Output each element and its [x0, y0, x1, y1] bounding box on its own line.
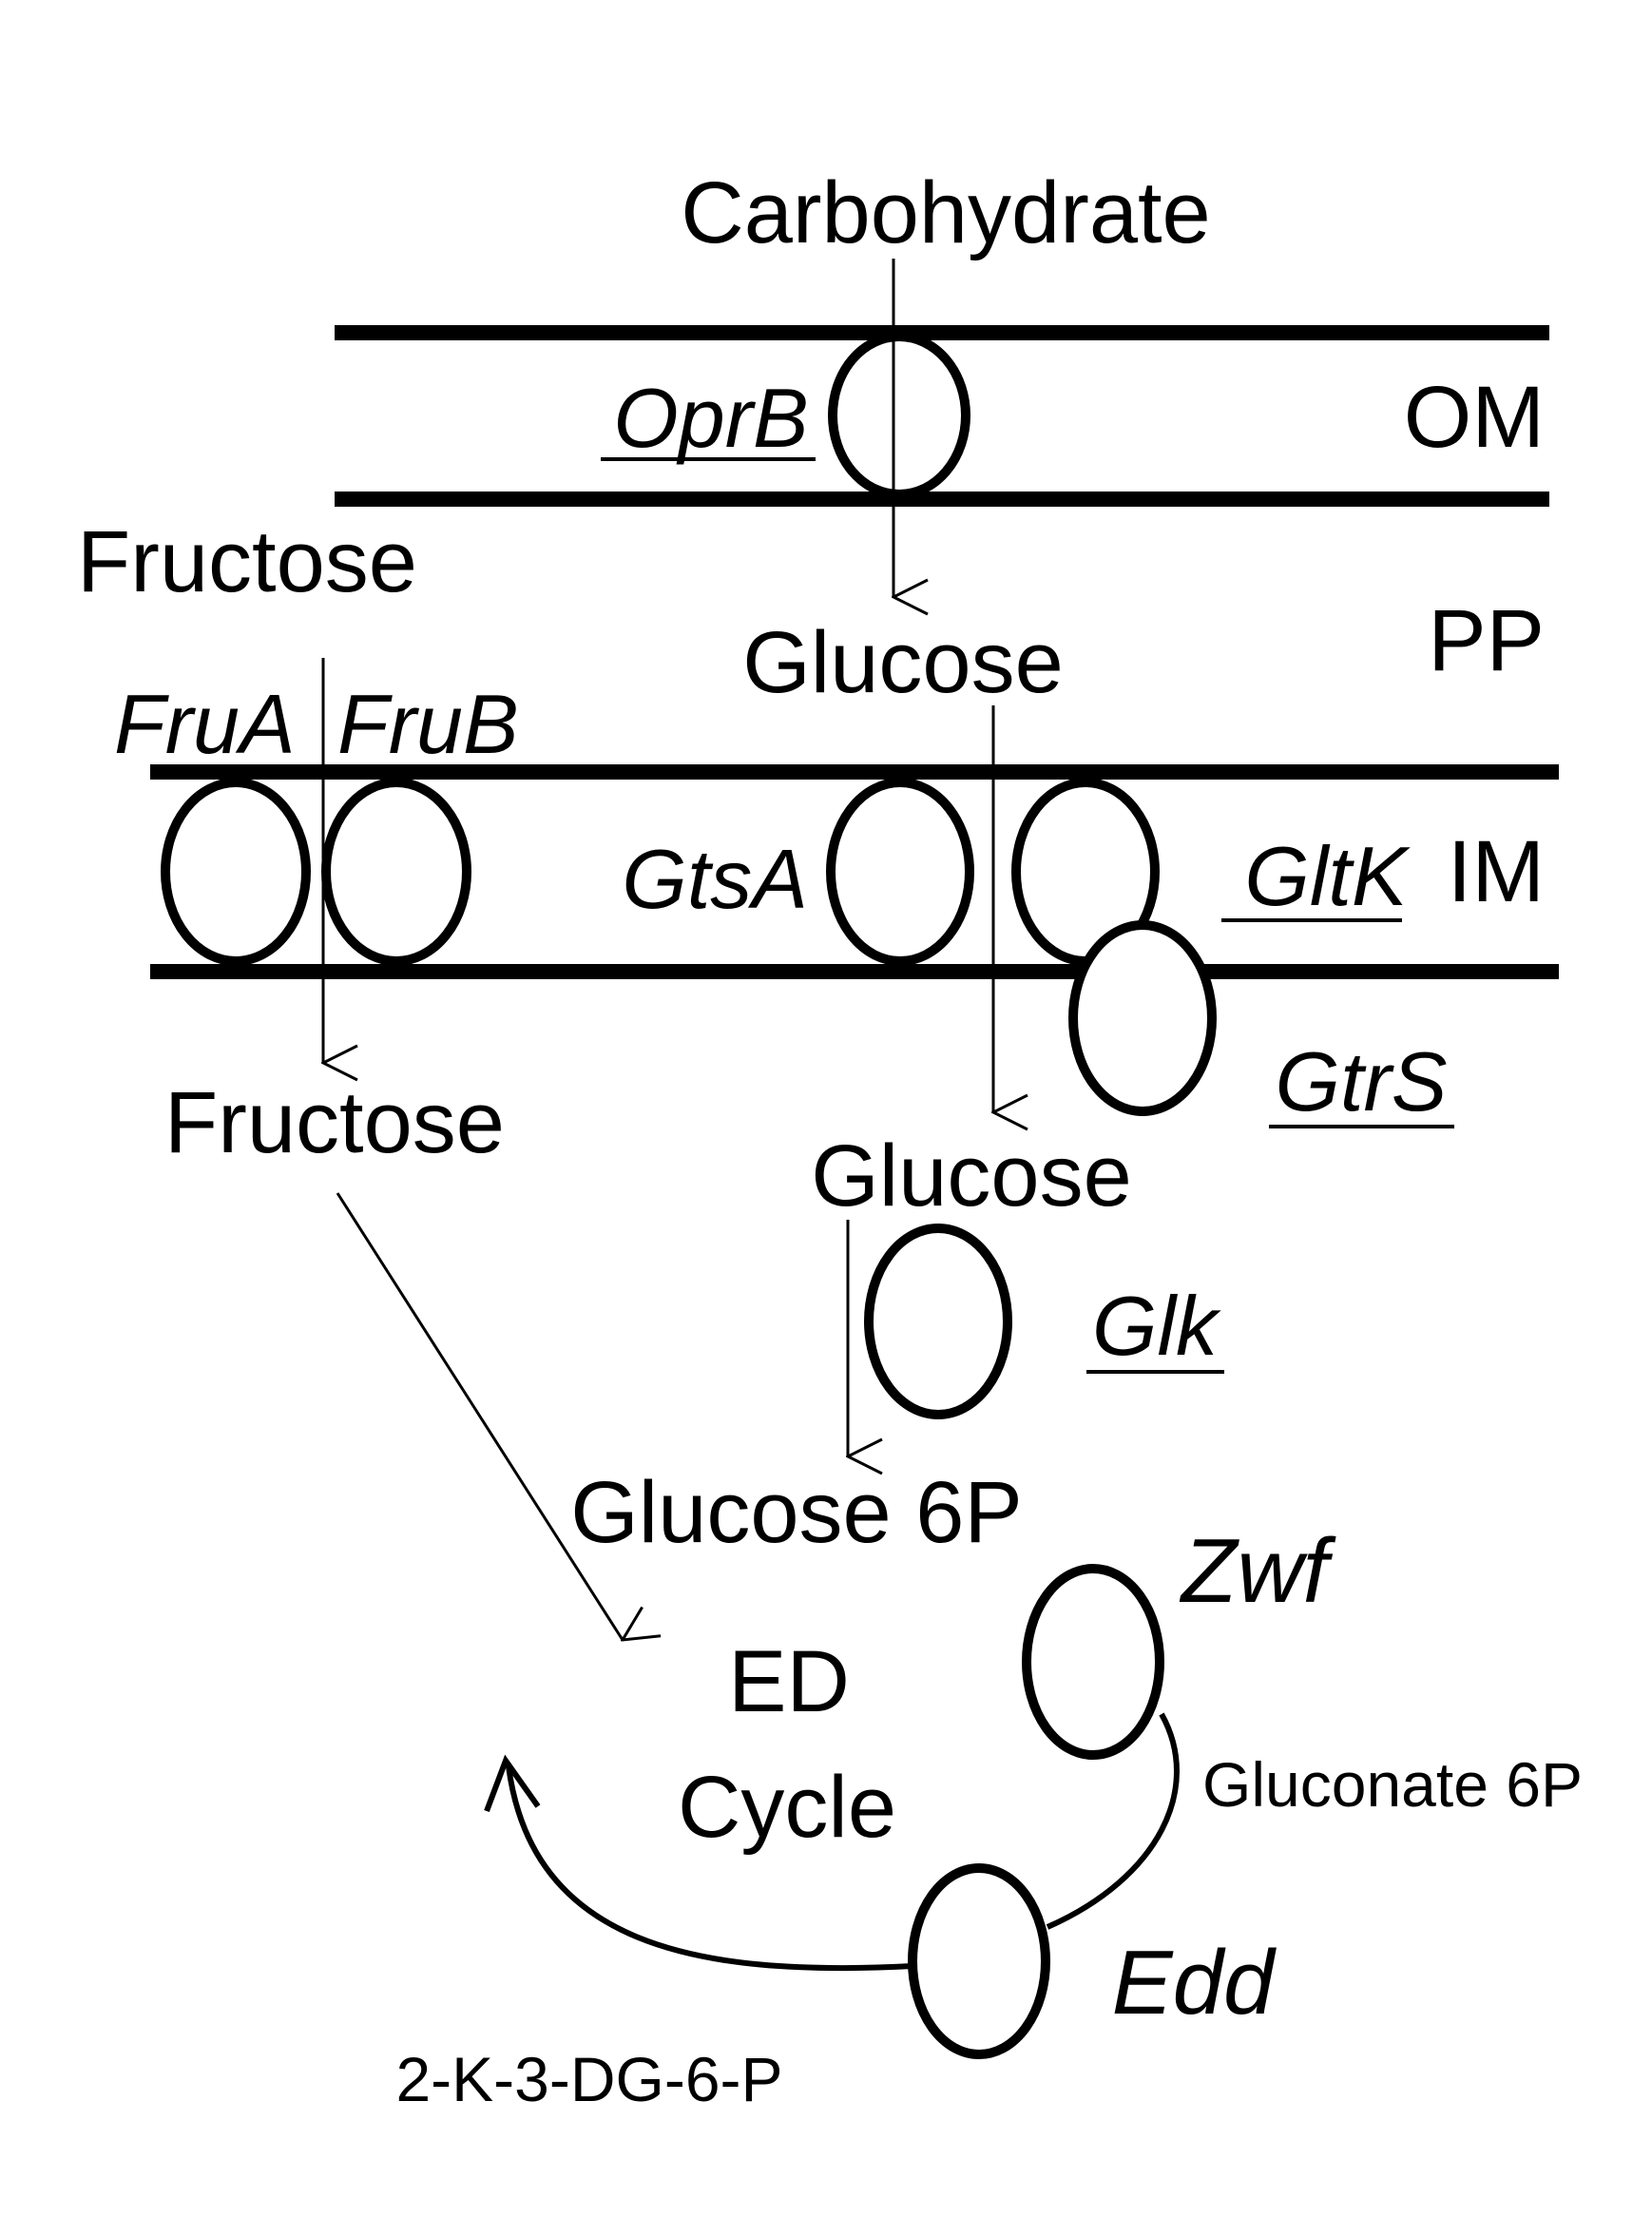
- gtrs-label: GtrS: [1276, 1034, 1448, 1128]
- zwf-label: Zwf: [1180, 1520, 1336, 1622]
- gtrs-protein: [1068, 920, 1217, 1116]
- glk-label: Glk: [1092, 1279, 1221, 1373]
- frub-protein: [321, 778, 471, 966]
- gtsa-protein: [826, 778, 974, 966]
- periplasm-label: PP: [1428, 592, 1545, 689]
- outer-membrane-label: OM: [1404, 369, 1545, 466]
- zwf-to-edd-connector: [1046, 1712, 1180, 1930]
- frua-protein: [161, 778, 311, 966]
- edd-protein: [908, 1863, 1050, 2059]
- fructose-to-ed-arrow: [336, 1192, 623, 1640]
- inner-membrane-label: IM: [1448, 823, 1545, 920]
- zwf-protein: [1022, 1564, 1164, 1760]
- kdpg-label: 2-K-3-DG-6-P: [395, 2044, 782, 2114]
- oprb-protein: [828, 332, 970, 499]
- gluconate-6p-label: Gluconate 6P: [1202, 1749, 1583, 1820]
- glucose-cytoplasm-label: Glucose: [811, 1128, 1132, 1224]
- carbohydrate-label: Carbohydrate: [681, 164, 1210, 261]
- fructose-periplasm-label: Fructose: [77, 513, 417, 610]
- ed-cycle-arrowhead: [484, 1754, 541, 1813]
- frua-label: FruA: [114, 677, 296, 771]
- fructose-cytoplasm-label: Fructose: [164, 1074, 505, 1171]
- glk-protein: [864, 1224, 1012, 1419]
- ed-label: ED: [728, 1633, 850, 1730]
- edd-to-ed-cycle-arrow: [506, 1765, 913, 1972]
- gtsa-label: GtsA: [622, 832, 808, 926]
- cycle-label: Cycle: [678, 1759, 896, 1856]
- gltk-label: GltK: [1244, 829, 1410, 923]
- oprb-label: OprB: [613, 371, 808, 465]
- glucose-periplasm-label: Glucose: [742, 614, 1064, 711]
- edd-label: Edd: [1112, 1932, 1277, 2034]
- frub-label: FruB: [337, 677, 519, 771]
- glucose-6p-label: Glucose 6P: [570, 1464, 1023, 1561]
